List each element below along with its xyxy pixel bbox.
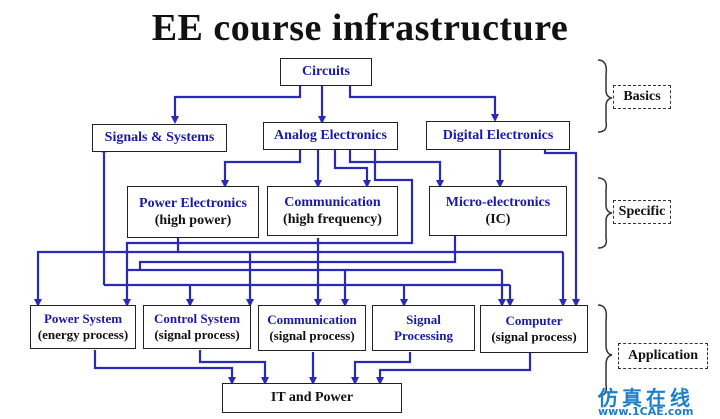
control-system-line2: (signal process) xyxy=(154,327,240,342)
communication-specific-line1: Communication xyxy=(284,194,381,210)
power-electronics-node: Power Electronics (high power) xyxy=(127,186,259,238)
arrows xyxy=(34,84,580,385)
control-system-line1: Control System xyxy=(153,310,241,326)
signal-processing-line2: Processing xyxy=(394,328,453,343)
micro-electronics-node: Micro-electronics (IC) xyxy=(429,186,567,236)
communication-application-node: Communication (signal process) xyxy=(258,305,366,351)
signals-systems-label: Signals & Systems xyxy=(104,130,215,146)
signal-processing-node: Signal Processing xyxy=(372,305,475,351)
level-basics-label: Basics xyxy=(623,89,661,104)
level-specific: Specific xyxy=(613,200,671,224)
computer-node: Computer (signal process) xyxy=(480,305,588,353)
level-braces xyxy=(597,59,613,397)
circuits-node: Circuits xyxy=(280,58,372,86)
watermark: 仿真在线 www.1CAE.com xyxy=(598,382,694,418)
computer-line2: (signal process) xyxy=(491,329,577,344)
watermark-url: www.1CAE.com xyxy=(598,405,694,418)
signal-processing-line1: Signal xyxy=(406,311,441,327)
digital-electronics-node: Digital Electronics xyxy=(426,121,570,150)
power-system-node: Power System (energy process) xyxy=(30,305,136,349)
control-system-node: Control System (signal process) xyxy=(143,305,251,349)
analog-electronics-label: Analog Electronics xyxy=(274,128,387,144)
communication-specific-line2: (high frequency) xyxy=(283,212,382,227)
power-system-line1: Power System xyxy=(43,310,123,326)
power-system-line2: (energy process) xyxy=(37,327,129,342)
watermark-cn: 仿真在线 xyxy=(598,386,694,410)
power-electronics-line1: Power Electronics xyxy=(139,195,247,211)
level-basics: Basics xyxy=(613,85,671,109)
communication-application-line1: Communication xyxy=(267,311,357,327)
digital-electronics-label: Digital Electronics xyxy=(442,127,554,143)
page-title: EE course infrastructure xyxy=(151,7,569,49)
communication-specific-node: Communication (high frequency) xyxy=(267,186,398,236)
micro-electronics-line1: Micro-electronics xyxy=(445,194,551,210)
it-and-power-label: IT and Power xyxy=(270,390,354,406)
level-application-label: Application xyxy=(627,348,698,363)
it-and-power-node: IT and Power xyxy=(222,383,402,413)
analog-electronics-node: Analog Electronics xyxy=(263,122,398,150)
computer-line1: Computer xyxy=(505,312,563,328)
micro-electronics-line2: (IC) xyxy=(485,212,511,227)
communication-application-line2: (signal process) xyxy=(269,328,355,343)
level-application: Application xyxy=(618,343,708,369)
signals-systems-node: Signals & Systems xyxy=(92,124,227,152)
power-electronics-line2: (high power) xyxy=(154,213,232,228)
circuits-label: Circuits xyxy=(302,64,350,80)
level-specific-label: Specific xyxy=(618,204,666,219)
